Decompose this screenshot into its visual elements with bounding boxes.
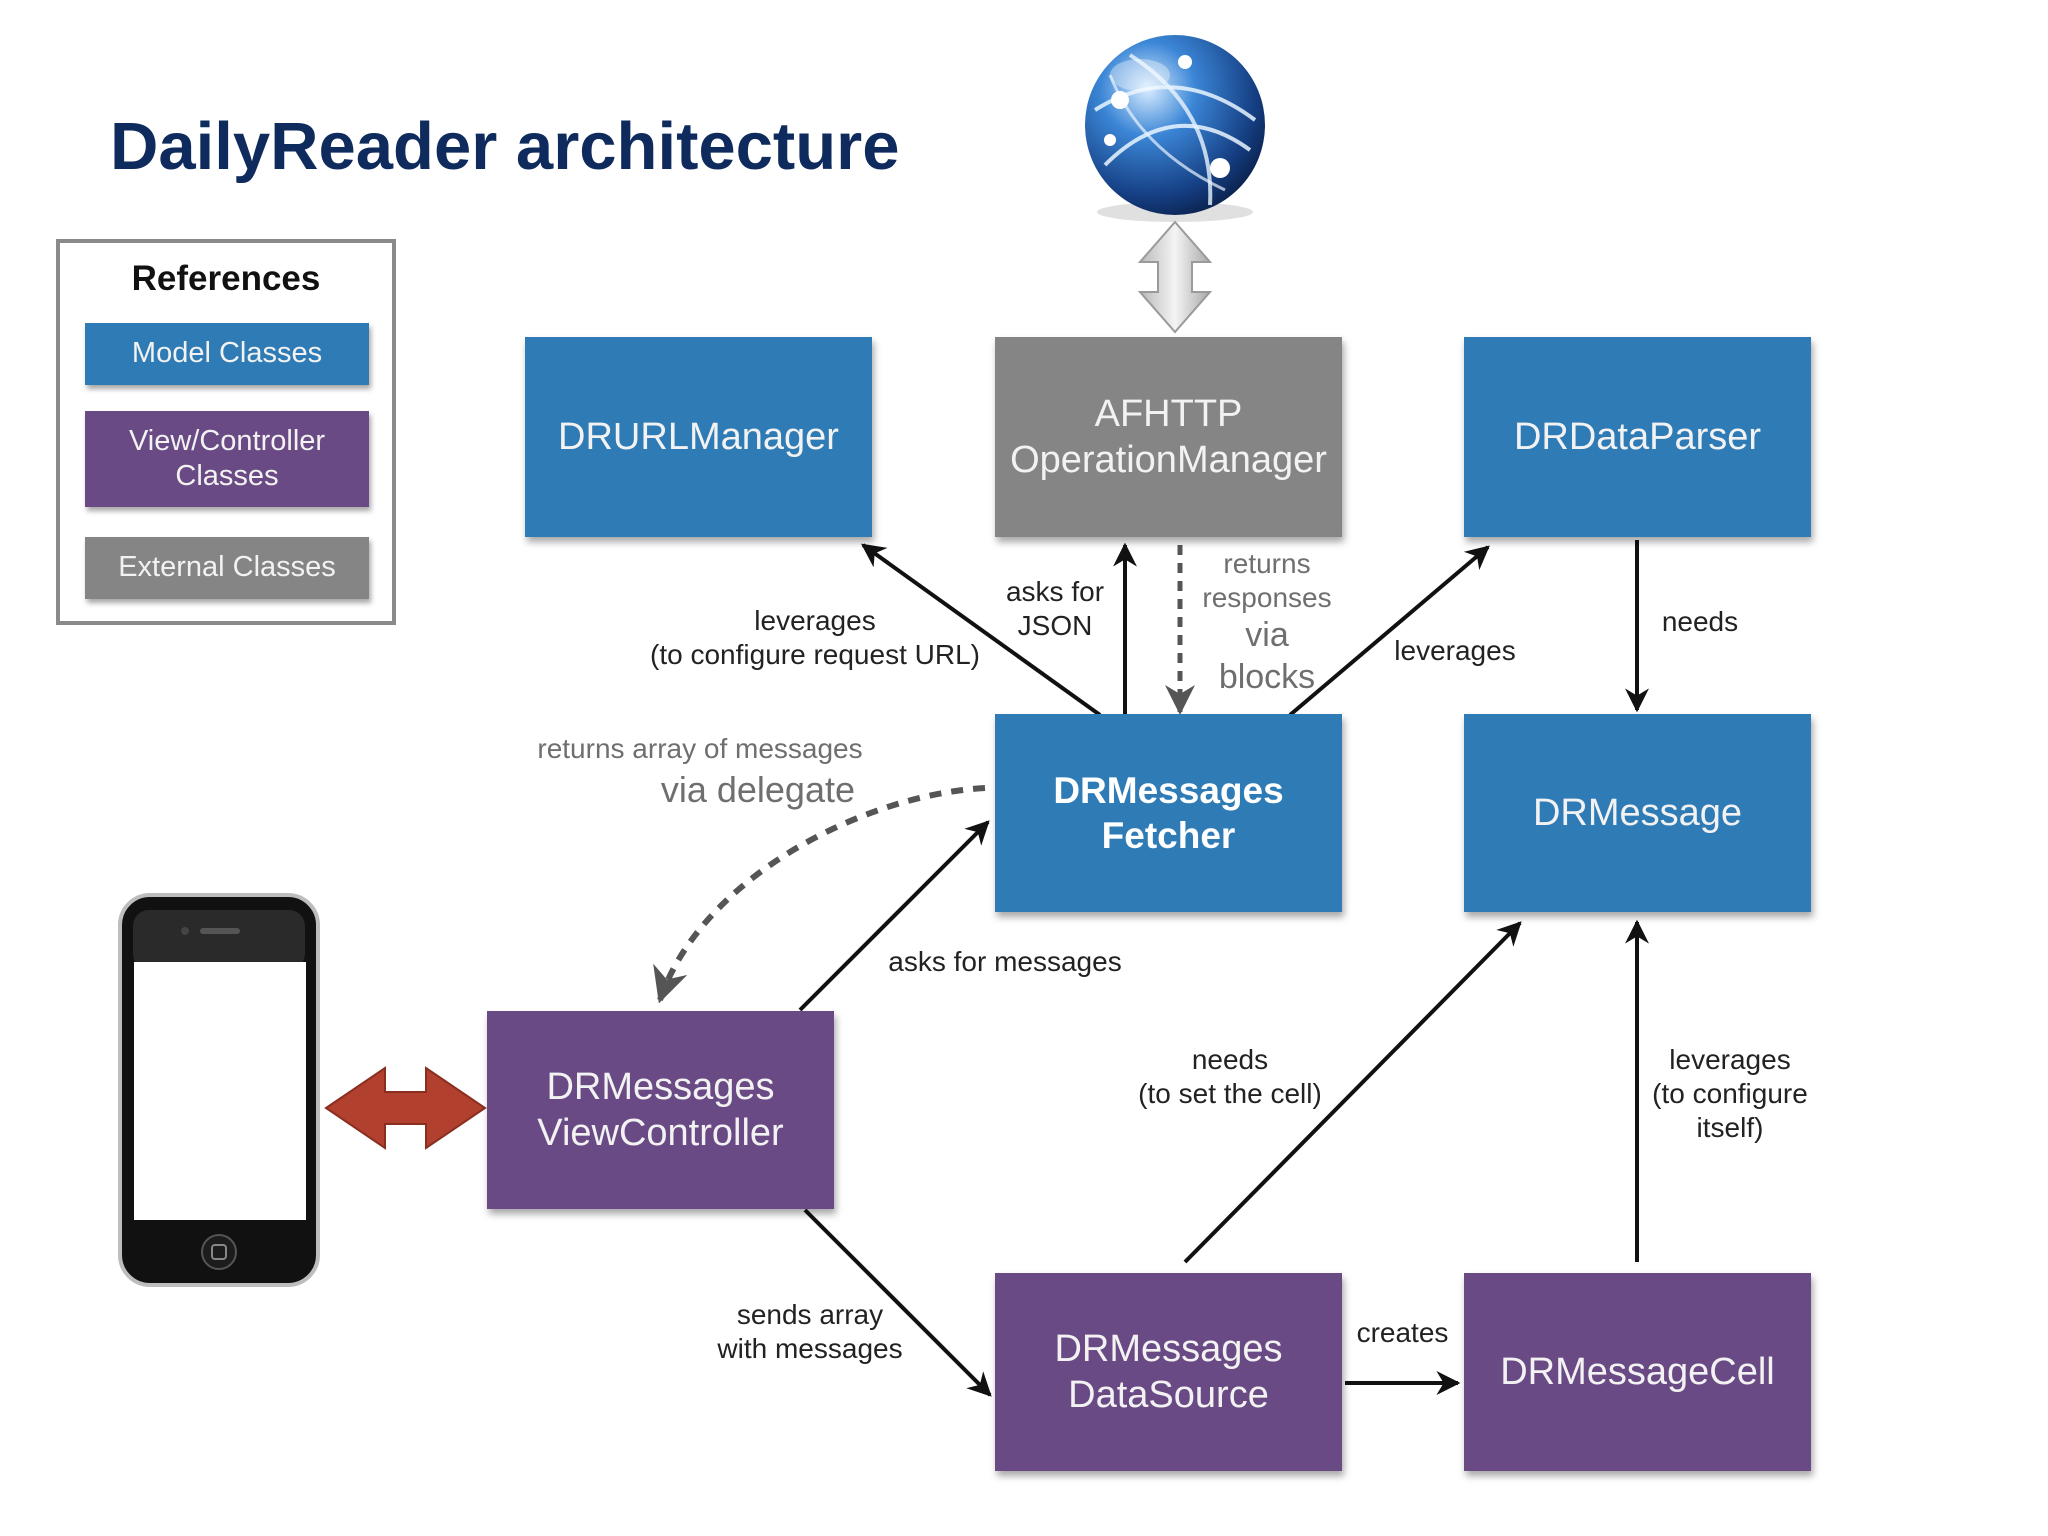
label-sends-array-1: sends array [736,1299,884,1330]
node-drmessage: DRMessage [1464,714,1811,912]
label-returns-array-1: returns array of messages [537,733,863,764]
label-asks-json: asks for JSON [995,575,1115,643]
label-needs-message: needs [1661,606,1739,637]
label-asks-json-2: JSON [1017,610,1093,642]
node-fetcher-label-1: DRMessages [1053,769,1284,811]
edge-fetcher-vc-delegate [653,785,986,1004]
label-needs-cell-2: (to set the cell) [1138,1078,1322,1110]
legend-external-label: External Classes [118,551,336,584]
label-needs-cell: needs (to set the cell) [1125,1043,1335,1111]
legend-view-label-1: View/Controller [128,424,326,457]
edge-fetcher-dataparser [1288,545,1490,717]
label-needs-cell-1: needs [1191,1044,1269,1075]
label-sends-array-2: with messages [717,1333,903,1365]
node-drmessagecell: DRMessageCell [1464,1273,1811,1471]
node-afhttp-label-1: AFHTTP [1094,392,1243,435]
globe-icon [1085,35,1265,222]
node-drmessages-datasource: DRMessages DataSource [995,1273,1342,1471]
label-creates: creates [1356,1317,1449,1348]
edge-fetcher-urlmanager [861,543,1102,717]
node-drmessages-fetcher: DRMessages Fetcher [995,714,1342,912]
legend-title: References [131,259,321,298]
label-leverages-itself-3: itself) [1696,1112,1764,1144]
edge-vc-datasource [803,1208,992,1397]
label-leverages-itself-1: leverages [1669,1044,1791,1075]
node-afhttp-operation-manager: AFHTTP OperationManager [995,337,1342,537]
label-returns-array-2: via delegate [660,769,855,811]
network-double-arrow [1137,220,1213,334]
label-returns-responses-3: via [1245,616,1289,655]
legend-model-classes: Model Classes [85,323,369,385]
label-returns-array: returns array of messages via delegate [520,732,880,812]
iphone-icon [118,893,320,1287]
legend-model-label: Model Classes [131,337,323,370]
label-leverages-itself: leverages (to configure itself) [1635,1043,1825,1145]
label-leverages-itself-2: (to configure [1652,1078,1808,1110]
node-fetcher-label-2: Fetcher [1101,815,1236,856]
label-asks-messages: asks for messages [888,946,1122,977]
label-returns-responses: returns responses via blocks [1192,547,1342,698]
node-ds-label-2: DataSource [1068,1374,1269,1416]
phone-vc-double-arrow [324,1066,487,1150]
node-drdataparser: DRDataParser [1464,337,1811,537]
label-leverages-url-2: (to configure request URL) [650,639,980,671]
node-drurlmanager: DRURLManager [525,337,872,537]
label-asks-json-1: asks for [1005,576,1105,607]
label-returns-responses-2: responses [1202,582,1332,614]
node-ds-label-1: DRMessages [1054,1327,1283,1370]
node-vc-label-2: ViewController [537,1112,784,1154]
edge-vc-fetcher [798,820,990,1012]
edge-datasource-message [1183,921,1522,1264]
label-leverages-parser: leverages [1394,635,1516,666]
node-vc-label-1: DRMessages [546,1065,775,1108]
node-drdataparser-label: DRDataParser [1513,415,1762,458]
node-afhttp-label-2: OperationManager [1010,439,1327,481]
node-drmessagecell-label: DRMessageCell [1500,1350,1775,1393]
page-title: DailyReader architecture [110,109,900,184]
label-returns-responses-4: blocks [1218,657,1316,696]
label-leverages-url: leverages (to configure request URL) [640,604,990,672]
node-drmessage-label: DRMessage [1532,791,1743,834]
node-drmessages-viewcontroller: DRMessages ViewController [487,1011,834,1209]
legend: References Model Classes View/Controller… [56,239,396,625]
label-leverages-url-1: leverages [754,605,876,636]
node-drurlmanager-label: DRURLManager [558,415,839,458]
legend-view-label-2: Classes [175,460,279,492]
label-sends-array: sends array with messages [705,1298,915,1366]
legend-external-classes: External Classes [85,537,369,599]
legend-view-controller-classes: View/Controller Classes [85,411,369,507]
label-returns-responses-1: returns [1223,548,1311,579]
